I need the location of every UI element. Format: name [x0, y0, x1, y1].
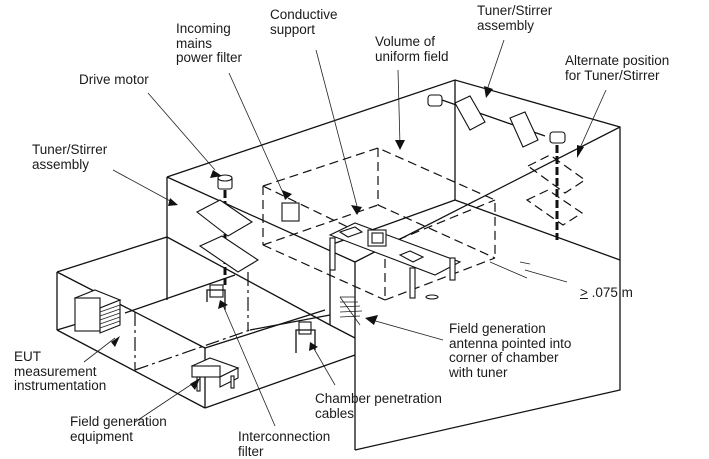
- callout-leaders: [83, 39, 607, 427]
- greater-equal-symbol: >: [580, 285, 588, 300]
- label-tuner-stirrer-assembly-left: Tuner/Stirrer assembly: [32, 142, 108, 172]
- distance-value: .075 m: [587, 285, 633, 300]
- label-eut-measurement-instrumentation: EUT measurement instrumentation: [14, 349, 107, 393]
- eut-table: [328, 222, 462, 300]
- control-room: [56, 236, 356, 409]
- callout-arrowheads: [111, 86, 584, 390]
- clearance-dimension: [489, 261, 568, 283]
- uniform-field-volume: [262, 147, 496, 301]
- label-chamber-penetration-cables: Chamber penetration cables: [315, 391, 442, 421]
- chamber-penetration: [295, 321, 316, 353]
- label-interconnection-filter: Interconnection filter: [238, 429, 331, 459]
- eut-instrumentation-box: [73, 289, 122, 334]
- label-conductive-support: Conductive support: [270, 7, 338, 37]
- label-incoming-mains-power-filter: Incoming mains power filter: [176, 21, 243, 65]
- label-volume-of-uniform-field: Volume of uniform field: [375, 34, 449, 64]
- power-filter-box: [281, 202, 300, 222]
- label-clearance-distance: > .075 m: [580, 285, 633, 301]
- field-generation-equipment: [190, 357, 240, 392]
- label-tuner-stirrer-assembly-top: Tuner/Stirrer assembly: [477, 3, 553, 33]
- tuner-stirrer-left: [195, 174, 260, 285]
- alternate-stirrer-position: [525, 145, 587, 240]
- interconnection-filter: [206, 284, 226, 310]
- label-alternate-position: Alternate position for Tuner/Stirrer: [565, 53, 670, 83]
- label-field-generation-equipment: Field generation equipment: [70, 414, 167, 444]
- label-field-generation-antenna: Field generation antenna pointed into co…: [449, 321, 572, 380]
- field-generation-antenna: [339, 296, 363, 326]
- tuner-stirrer-top: [427, 94, 566, 148]
- label-drive-motor: Drive motor: [79, 72, 149, 87]
